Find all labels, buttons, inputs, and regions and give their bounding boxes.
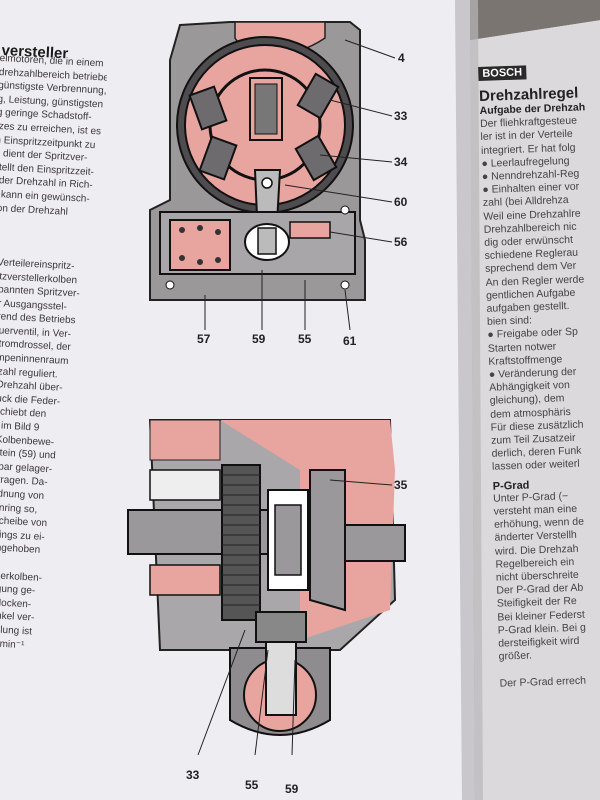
callout-55-bottom: 55 <box>245 778 259 792</box>
callout-35: 35 <box>394 478 408 492</box>
callout-59-bottom: 59 <box>285 782 299 796</box>
top-diagram <box>149 21 396 331</box>
callout-61: 61 <box>343 334 357 348</box>
callout-59: 59 <box>252 332 266 346</box>
bottom-diagram <box>127 419 406 756</box>
callout-56: 56 <box>394 235 408 249</box>
callout-4: 4 <box>398 51 405 65</box>
callout-33-bottom: 33 <box>186 768 200 782</box>
callout-34: 34 <box>394 155 408 169</box>
callout-33: 33 <box>394 109 408 123</box>
callout-60: 60 <box>394 195 408 209</box>
brand-label: BOSCH <box>478 65 527 81</box>
callout-57: 57 <box>197 332 211 346</box>
right-page: BOSCH Drehzahlregel Aufgabe der Drehzah … <box>478 59 600 690</box>
callout-55: 55 <box>298 332 312 346</box>
